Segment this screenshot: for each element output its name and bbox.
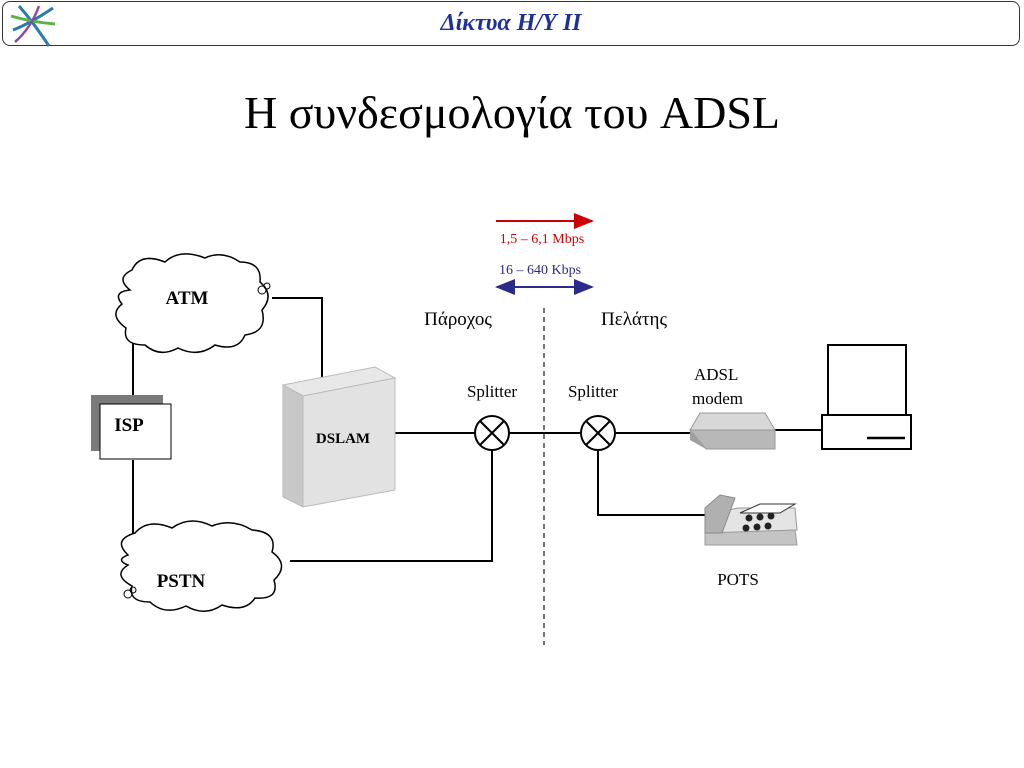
- atm-label: ATM: [166, 288, 209, 309]
- header-bar: Δίκτυα Η/Υ ΙΙ: [2, 1, 1020, 47]
- atm-cloud: ATM: [115, 253, 271, 354]
- pstn-cloud: PSTN: [120, 520, 283, 612]
- customer-label: Πελάτης: [601, 309, 667, 330]
- pots-label: POTS: [717, 570, 759, 589]
- splitter-left-label: Splitter: [467, 382, 517, 401]
- connection-lines: [132, 297, 822, 562]
- logo-icon: [10, 5, 56, 47]
- upstream-label: 16 – 640 Kbps: [499, 263, 581, 278]
- splitter-left: [474, 415, 510, 451]
- computer-icon: [821, 344, 912, 450]
- header-title: Δίκτυα Η/Υ ΙΙ: [440, 10, 582, 36]
- isp-label: ISP: [114, 415, 144, 436]
- telephone-icon: [704, 494, 798, 546]
- slide-title: Η συνδεσμολογία του ADSL: [243, 87, 781, 138]
- adsl-modem-label-line2: modem: [692, 389, 743, 408]
- adsl-modem-label-line1: ADSL: [694, 365, 738, 384]
- dslam-box: DSLAM: [281, 366, 397, 508]
- pstn-label: PSTN: [157, 571, 206, 592]
- downstream-label: 1,5 – 6,1 Mbps: [500, 232, 584, 247]
- provider-label: Πάροχος: [424, 309, 492, 330]
- adsl-modem: [688, 412, 776, 450]
- isp-box: ISP: [91, 395, 172, 460]
- splitter-right-label: Splitter: [568, 382, 618, 401]
- splitter-right: [580, 415, 616, 451]
- dslam-label: DSLAM: [316, 431, 370, 447]
